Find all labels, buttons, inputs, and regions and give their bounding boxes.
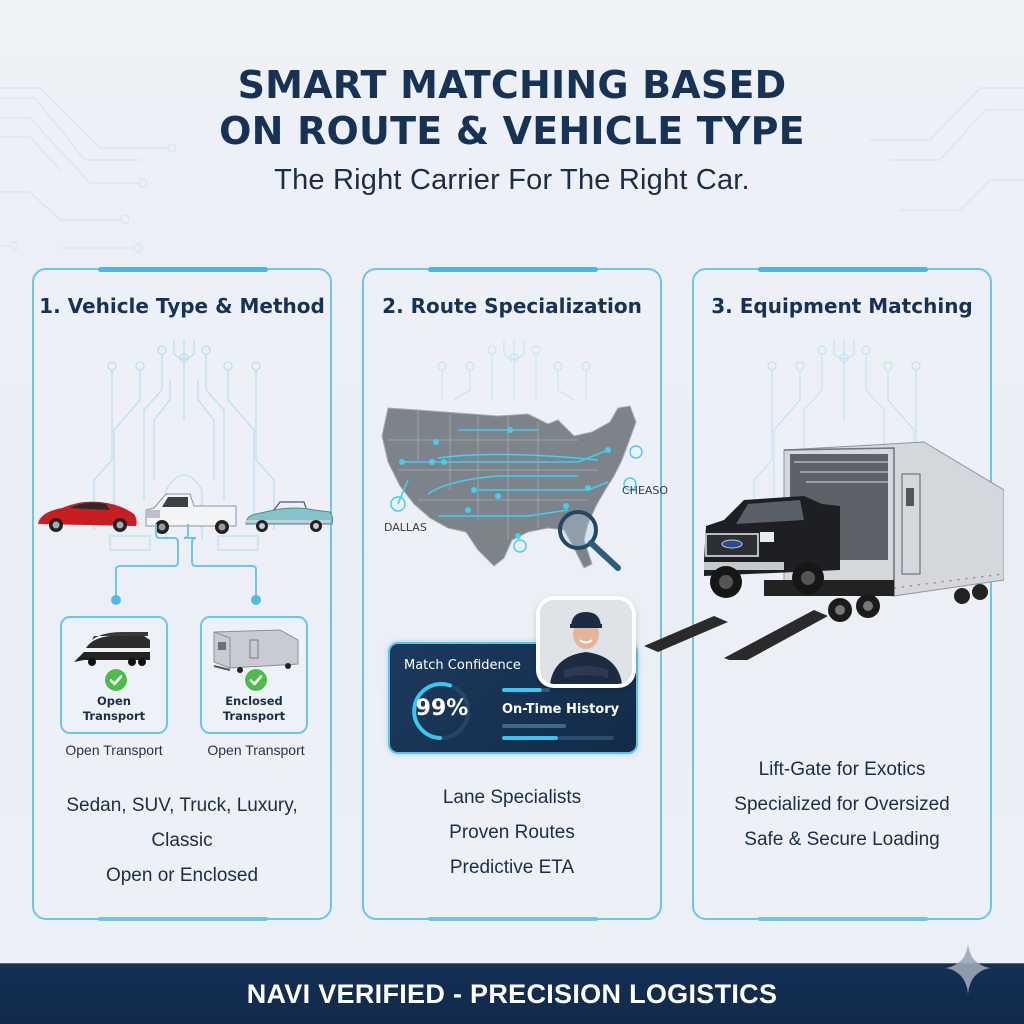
- page-title-line-1: SMART MATCHING BASED: [237, 63, 787, 107]
- white-pickup-truck-icon: [145, 493, 237, 534]
- panel-title: 1. Vehicle Type & Method: [39, 294, 325, 318]
- option-label-line-2: Transport: [222, 709, 286, 723]
- history-bar: [502, 736, 558, 740]
- feature-item: Safe & Secure Loading: [744, 829, 940, 850]
- feature-list: Lane Specialists Proven Routes Predictiv…: [364, 780, 660, 885]
- feature-item: Proven Routes: [449, 822, 575, 843]
- option-enclosed-transport[interactable]: Enclosed Transport: [200, 616, 308, 734]
- option-open-transport[interactable]: Open Transport: [60, 616, 168, 734]
- check-icon: [244, 668, 268, 692]
- option-label-line-1: Open: [97, 694, 131, 708]
- confidence-value: 99%: [415, 696, 469, 721]
- feature-item: Lift-Gate for Exotics: [758, 759, 926, 780]
- panel-accent-bar: [758, 267, 928, 272]
- on-time-history-label: On-Time History: [502, 702, 620, 717]
- method-connector-lines: [111, 524, 261, 605]
- history-bar-track: [558, 736, 614, 740]
- check-icon: [104, 668, 128, 692]
- footer-banner: NAVI VERIFIED - PRECISION LOGISTICS: [0, 963, 1024, 1024]
- feature-item: Open or Enclosed: [105, 865, 259, 886]
- panel-title: 2. Route Specialization: [382, 294, 642, 318]
- map-label-chicago: CHEASO: [622, 484, 669, 497]
- circuit-decoration: [437, 340, 591, 401]
- header: SMART MATCHING BASED ON ROUTE & VEHICLE …: [0, 62, 1024, 197]
- history-bar: [502, 724, 566, 728]
- panel-route-specialization: 2. Route Specialization: [362, 267, 668, 921]
- magnifier-icon: [558, 510, 621, 571]
- page-title-line-2: ON ROUTE & VEHICLE TYPE: [219, 109, 805, 153]
- red-sports-car-icon: [38, 501, 137, 532]
- map-label-dallas: DALLAS: [384, 521, 427, 534]
- panel-equipment-matching: 3. Equipment Matching: [644, 267, 1004, 921]
- option-label-line-2: Transport: [82, 709, 146, 723]
- feature-item: Sedan, SUV, Truck, Luxury, Classic: [66, 795, 298, 851]
- page-subtitle: The Right Carrier For The Right Car.: [274, 164, 750, 196]
- panel-vehicle-type-method: 1. Vehicle Type & Method: [32, 267, 334, 921]
- feature-item: Lane Specialists: [442, 787, 582, 808]
- option-caption-enclosed: Open Transport: [207, 742, 305, 758]
- vehicle-types-row: [38, 493, 334, 534]
- match-confidence-title: Match Confidence: [404, 658, 521, 673]
- us-route-map: [381, 405, 643, 571]
- feature-item: Specialized for Oversized: [734, 794, 950, 815]
- panel-accent-bar: [98, 267, 268, 272]
- carrier-avatar: [536, 596, 636, 688]
- panel-accent-bar-bottom: [758, 917, 928, 921]
- panel-title: 3. Equipment Matching: [711, 294, 973, 318]
- confidence-gauge: [412, 682, 470, 740]
- feature-item: Predictive ETA: [449, 857, 575, 878]
- feature-list: Lift-Gate for Exotics Specialized for Ov…: [694, 752, 990, 857]
- truck-loading-trailer-image: [644, 441, 1004, 660]
- enclosed-trailer-icon: [213, 629, 299, 673]
- option-label-line-1: Enclosed: [225, 694, 283, 708]
- panel-accent-bar-bottom: [98, 917, 268, 921]
- teal-classic-convertible-icon: [245, 501, 334, 532]
- history-bar: [502, 688, 542, 692]
- option-caption-open: Open Transport: [65, 742, 163, 758]
- open-car-carrier-icon: [74, 632, 150, 666]
- carrier-driver-icon: [540, 600, 632, 684]
- feature-list: Sedan, SUV, Truck, Luxury, Classic Open …: [34, 788, 330, 893]
- panel-accent-bar: [428, 267, 598, 272]
- history-bar-track: [542, 688, 550, 692]
- sparkle-icon: [946, 944, 990, 994]
- footer-text: NAVI VERIFIED - PRECISION LOGISTICS: [246, 979, 778, 1009]
- panel-accent-bar-bottom: [428, 917, 598, 921]
